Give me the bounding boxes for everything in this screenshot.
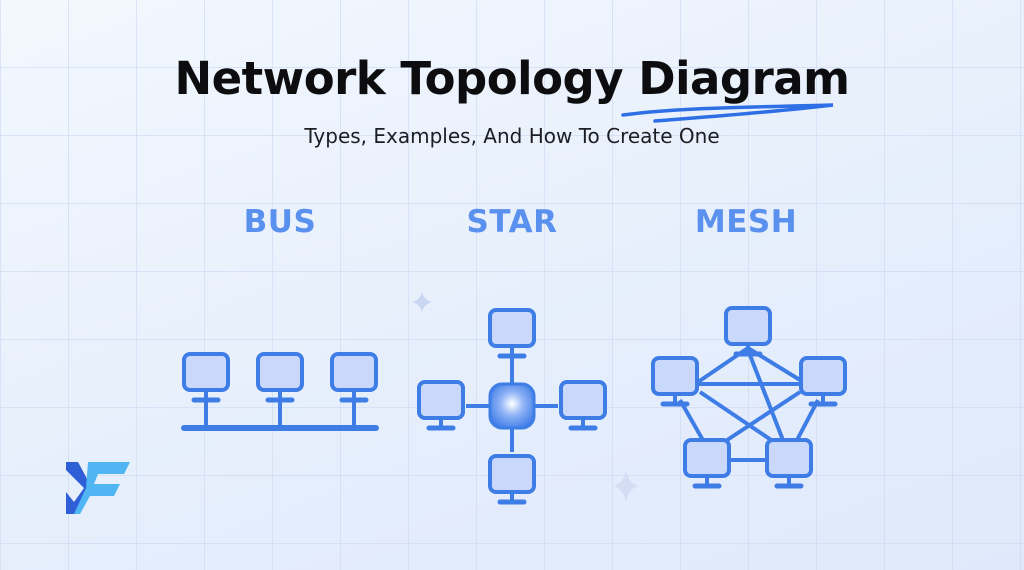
title-main: Network Topology [174,52,624,105]
bus-topology [181,354,379,431]
mesh-link [746,349,788,449]
computer-icon [561,382,605,428]
sparkle-icon [412,292,432,312]
hub-icon [488,382,536,430]
page-subtitle: Types, Examples, And How To Create One [304,124,720,148]
label-star: STAR [466,204,558,240]
label-bus: BUS [243,204,317,240]
computer-icon [184,354,228,400]
title-underline-icon [621,103,834,123]
computer-icon [490,456,534,502]
mesh-link [794,399,820,443]
title-highlight: Diagram [638,52,850,105]
computer-icon [767,440,811,486]
computer-icon [332,354,376,400]
computer-icon [653,358,697,404]
page-title: Network Topology Diagram [0,52,1024,105]
brand-logo-icon [66,462,130,514]
star-topology [419,310,605,502]
computer-icon [258,354,302,400]
computer-icon [801,358,845,404]
label-mesh: MESH [694,204,798,240]
computer-icon [490,310,534,356]
computer-icon [726,308,770,354]
computer-icon [419,382,463,428]
sparkle-icon [614,470,638,502]
mesh-link [678,399,706,443]
computer-icon [685,440,729,486]
